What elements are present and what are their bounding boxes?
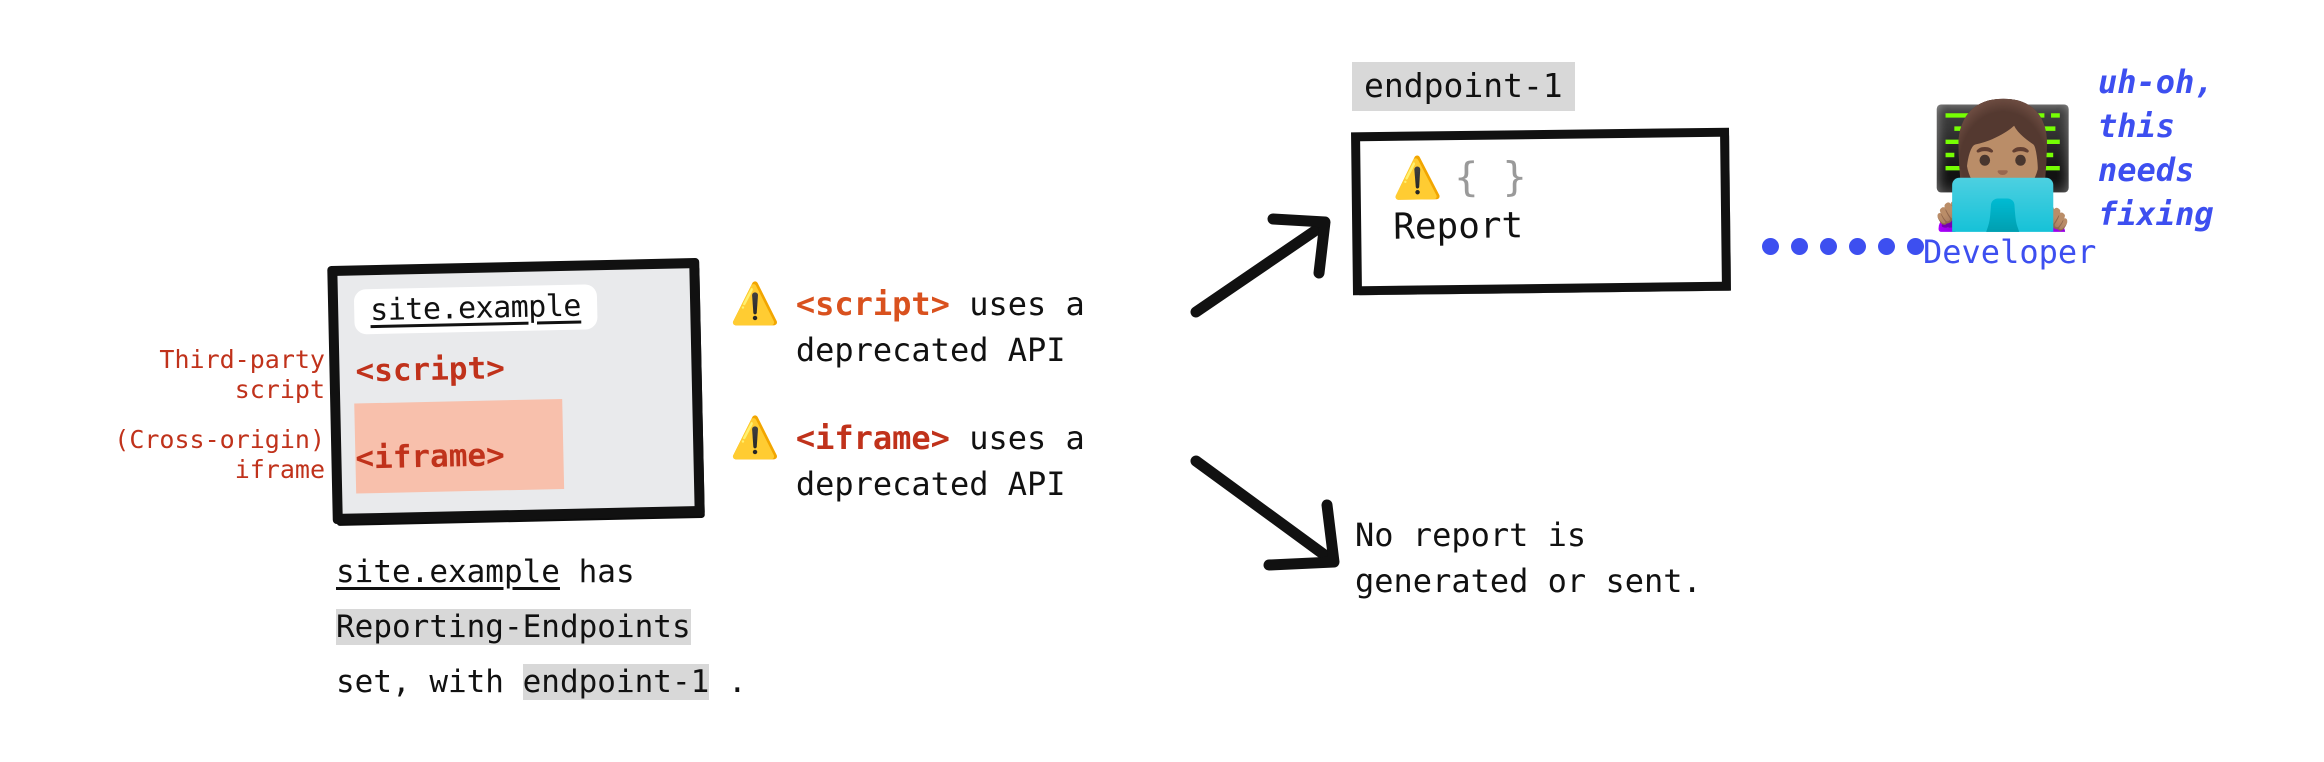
caption-endpoint-chip: endpoint-1: [522, 664, 710, 700]
developer-group: 👩🏽‍💻 Developer: [1923, 97, 2097, 272]
warning-text-script: <script> uses a deprecated API: [796, 281, 1085, 373]
browser-caption: site.example has Reporting-Endpoints set…: [336, 545, 747, 710]
endpoint-box-inner: ⚠️ { } Report: [1351, 127, 1731, 296]
browser-url-bar[interactable]: site.example: [353, 284, 598, 335]
caption-line-3-prefix: set, with: [336, 664, 523, 700]
connector-dot: [1791, 238, 1808, 255]
warning-row-script: ⚠️ <script> uses a deprecated API: [730, 281, 1085, 373]
connector-dot: [1762, 238, 1779, 255]
json-braces-icon: { }: [1454, 154, 1527, 202]
browser-window: site.example <script> <iframe>: [327, 257, 705, 526]
page-tag-iframe: <iframe>: [355, 437, 506, 477]
caption-header-chip: Reporting-Endpoints: [336, 609, 691, 645]
report-label: Report: [1392, 205, 1524, 248]
caption-line-3-suffix: .: [709, 664, 747, 700]
connector-dot: [1907, 238, 1924, 255]
developer-label: Developer: [1923, 233, 2097, 271]
caption-site-name: site.example: [336, 554, 560, 590]
warning-icon: ⚠️: [1392, 155, 1443, 202]
arrow-down-to-no-report: [1190, 455, 1340, 571]
arrow-up-to-endpoint: [1190, 213, 1331, 318]
developer-avatar-icon: 👩🏽‍💻: [1928, 97, 2078, 236]
warning-icon: ⚠️: [730, 281, 780, 327]
endpoint-box: ⚠️ { } Report: [1351, 127, 1731, 296]
warning-text-iframe: <iframe> uses a deprecated API: [796, 415, 1085, 507]
report-icon-group: ⚠️ { }: [1392, 153, 1527, 203]
warning-code-script: <script>: [795, 285, 950, 323]
warning-rest-iframe: uses a deprecated API: [795, 419, 1085, 503]
caption-line-1: site.example has: [336, 545, 747, 600]
browser-window-frame: site.example <script> <iframe>: [327, 257, 705, 525]
warning-icon: ⚠️: [730, 415, 780, 461]
dotted-connector: [1762, 238, 1924, 255]
caption-line-1-rest: has: [559, 554, 635, 590]
no-report-text: No report is generated or sent.: [1355, 516, 1702, 600]
warning-rest-script: uses a deprecated API: [795, 285, 1085, 369]
annotation-cross-origin-iframe: (Cross-origin) iframe: [114, 425, 325, 484]
developer-speech-text: uh-oh, this needs fixing: [2098, 63, 2214, 233]
page-tag-script: <script>: [355, 350, 506, 390]
annotation-third-party-script: Third-party script: [159, 345, 325, 404]
caption-line-3: set, with endpoint-1 .: [336, 655, 747, 710]
caption-line-2: Reporting-Endpoints: [336, 600, 747, 655]
browser-url-text: site.example: [369, 288, 582, 329]
connector-dot: [1878, 238, 1895, 255]
connector-dot: [1849, 238, 1866, 255]
endpoint-label: endpoint-1: [1352, 62, 1575, 111]
warning-code-iframe: <iframe>: [795, 419, 950, 457]
connector-dot: [1820, 238, 1837, 255]
warning-row-iframe: ⚠️ <iframe> uses a deprecated API: [730, 415, 1085, 507]
